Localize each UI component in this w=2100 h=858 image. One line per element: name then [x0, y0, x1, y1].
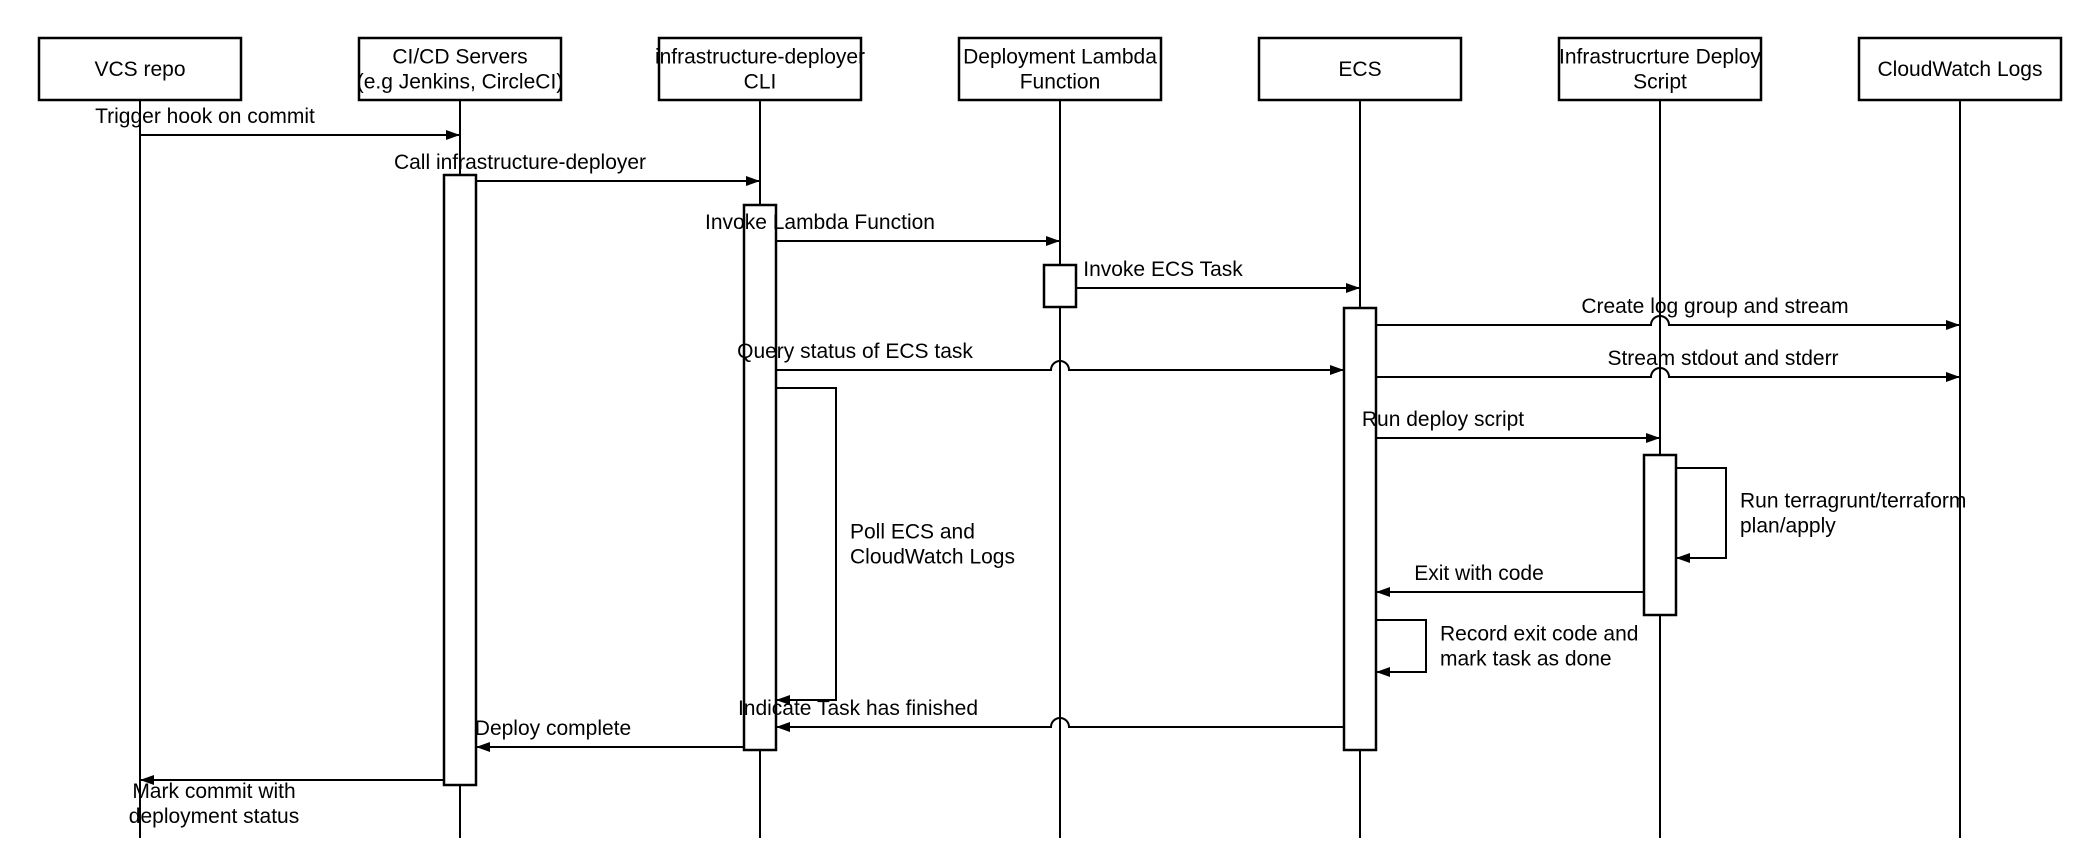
message-label: Query status of ECS task	[737, 340, 973, 363]
participant-label-lambda: Function	[1020, 71, 1101, 94]
participant-box-deployscript	[1557, 36, 1763, 102]
participant-box-lambda	[957, 36, 1163, 102]
message-label: Stream stdout and stderr	[1607, 347, 1838, 370]
participant-label-deployscript: Infrastrucrture Deploy	[1559, 46, 1761, 69]
participant-label-cli: CLI	[744, 71, 777, 94]
self-message-arrow	[776, 387, 837, 705]
message-label: Mark commit with	[132, 780, 295, 803]
message-stream-stdout-and-stderr: Stream stdout and stderr	[1376, 347, 1960, 382]
participant-label-deployscript: Script	[1633, 71, 1687, 94]
message-query-status-of-ecs-task: Query status of ECS task	[737, 340, 1344, 375]
participant-box-cli	[657, 36, 863, 102]
participant-label-cli: infrastructure-deployer	[655, 46, 865, 69]
self-message-label: Record exit code and	[1440, 623, 1638, 646]
activation-bar-cli	[742, 203, 778, 752]
self-message-label: CloudWatch Logs	[850, 546, 1015, 569]
activation-bar-cicd	[442, 173, 478, 787]
participants-layer: VCS repo CI/CD Servers(e.g Jenkins, Circl…	[37, 36, 2063, 102]
activation-bar-ecs	[1342, 306, 1378, 752]
participant-box-ecs	[1257, 36, 1463, 102]
participant-label-cicd: (e.g Jenkins, CircleCI)	[357, 71, 564, 94]
self-message-label: mark task as done	[1440, 648, 1612, 671]
participant-label-cwlogs: CloudWatch Logs	[1878, 58, 2043, 81]
participant-cwlogs[interactable]: CloudWatch Logs	[1857, 36, 2063, 102]
message-label: Create log group and stream	[1581, 295, 1848, 318]
participant-label-lambda: Deployment Lambda	[963, 46, 1157, 69]
message-arrow	[776, 717, 1344, 732]
message-indicate-task-has-finished: Indicate Task has finished	[738, 697, 1344, 732]
message-label: Exit with code	[1414, 562, 1544, 585]
participant-label-vcs: VCS repo	[94, 58, 185, 81]
self-message-arrow	[1676, 467, 1727, 563]
message-trigger-hook-on-commit: Trigger hook on commit	[95, 105, 460, 140]
message-create-log-group-and-stream: Create log group and stream	[1376, 295, 1960, 330]
message-invoke-ecs-task: Invoke ECS Task	[1076, 258, 1360, 293]
message-label: Trigger hook on commit	[95, 105, 315, 128]
self-message-label: Poll ECS and	[850, 521, 975, 544]
self-message-arrow	[1376, 619, 1427, 677]
participant-ecs[interactable]: ECS	[1257, 36, 1463, 102]
participant-box-cicd	[357, 36, 563, 102]
activations-layer	[442, 173, 1678, 787]
activation-bar-lambda	[1042, 263, 1078, 309]
participant-cicd[interactable]: CI/CD Servers(e.g Jenkins, CircleCI)	[357, 36, 564, 102]
message-invoke-lambda-function: Invoke Lambda Function	[705, 211, 1060, 246]
message-label: deployment status	[129, 805, 299, 828]
message-arrow	[1376, 367, 1960, 382]
message-label: Call infrastructure-deployer	[394, 151, 646, 174]
message-exit-with-code: Exit with code	[1376, 562, 1644, 597]
activation-bar-deployscript	[1642, 453, 1678, 617]
participant-vcs[interactable]: VCS repo	[37, 36, 243, 102]
participant-box-vcs	[37, 36, 243, 102]
message-label: Deploy complete	[475, 717, 631, 740]
message-deploy-complete: Deploy complete	[475, 717, 744, 752]
message-label: Indicate Task has finished	[738, 697, 978, 720]
participant-label-cicd: CI/CD Servers	[392, 46, 527, 69]
message-arrow	[1376, 315, 1960, 330]
message-arrow	[776, 360, 1344, 375]
self-message-label: Run terragrunt/terraform	[1740, 490, 1966, 513]
message-label: Run deploy script	[1362, 408, 1524, 431]
participant-label-ecs: ECS	[1338, 58, 1381, 81]
message-label: Invoke ECS Task	[1083, 258, 1243, 281]
participant-box-cwlogs	[1857, 36, 2063, 102]
message-run-deploy-script: Run deploy script	[1362, 408, 1660, 443]
self-message-label: plan/apply	[1740, 515, 1836, 538]
message-label: Invoke Lambda Function	[705, 211, 935, 234]
message-call-infrastructure-deployer: Call infrastructure-deployer	[394, 151, 760, 186]
